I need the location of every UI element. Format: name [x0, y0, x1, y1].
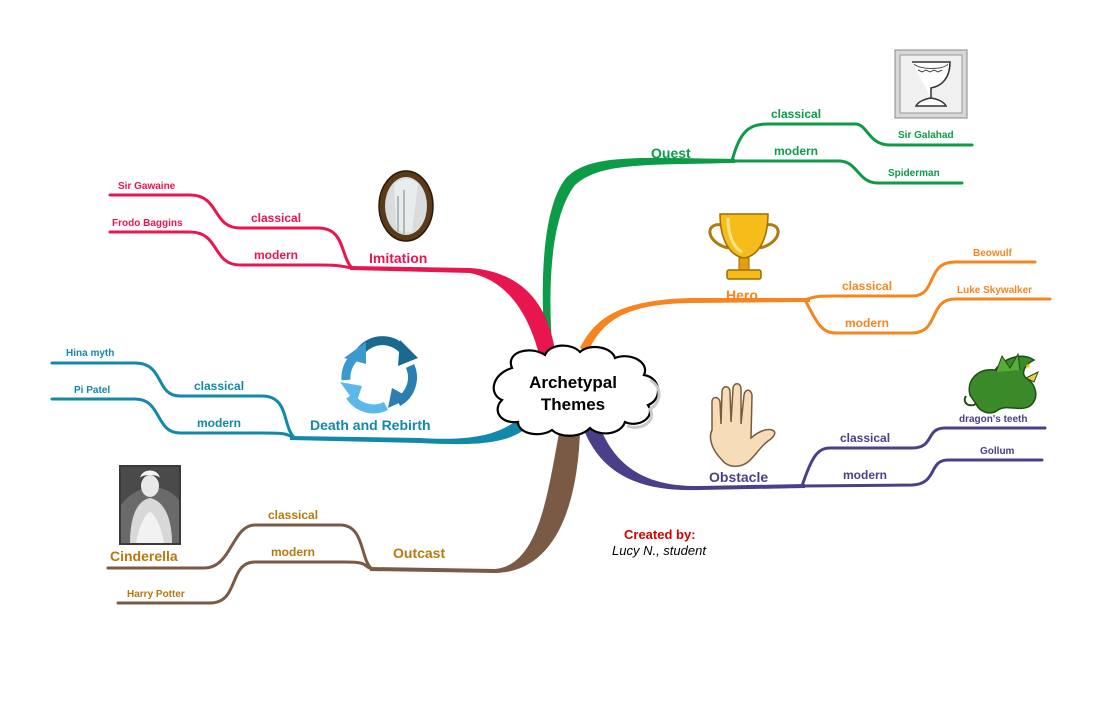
obstacle-classical-line	[800, 426, 1047, 488]
center-title-line1: Archetypal	[529, 373, 617, 392]
quest-classical-line	[730, 122, 974, 163]
imitation-main-branch	[350, 266, 556, 358]
outcast-main-branch	[370, 428, 580, 573]
dragon-icon	[963, 352, 1039, 414]
quest-modern-example: Spiderman	[888, 168, 940, 179]
obstacle-classical-label: classical	[840, 431, 890, 445]
quest-classical-label: classical	[771, 107, 821, 121]
cinderella-photo-icon	[119, 465, 181, 545]
obstacle-classical-example: dragon's teeth	[959, 414, 1028, 425]
imitation-modern-example: Frodo Baggins	[112, 218, 183, 229]
outcast-modern-line	[116, 560, 374, 605]
quest-classical-example: Sir Galahad	[898, 130, 954, 141]
cycle-arrows-icon	[340, 336, 418, 414]
outcast-classical-line	[106, 523, 374, 571]
obstacle-modern-label: modern	[843, 468, 887, 482]
outcast-modern-label: modern	[271, 545, 315, 559]
imitation-label: Imitation	[369, 250, 427, 266]
center-title-line2: Themes	[541, 395, 605, 414]
hero-modern-example: Luke Skywalker	[957, 285, 1032, 296]
center-cloud-shape	[492, 344, 660, 437]
obstacle-main-branch	[582, 422, 805, 491]
obstacle-modern-example: Gollum	[980, 446, 1015, 457]
hero-classical-line	[803, 260, 1037, 302]
obstacle-modern-line	[800, 458, 1044, 488]
imitation-classical-example: Sir Gawaine	[118, 181, 176, 192]
death-classical-line	[50, 361, 297, 440]
death-label: Death and Rebirth	[310, 417, 431, 433]
hero-classical-label: classical	[842, 279, 892, 293]
death-modern-example: Pi Patel	[74, 385, 110, 396]
imitation-classical-label: classical	[251, 211, 301, 225]
center-node: Archetypal Themes	[492, 344, 661, 437]
obstacle-label: Obstacle	[709, 469, 768, 485]
hero-classical-example: Beowulf	[973, 248, 1013, 259]
trophy-icon	[708, 213, 780, 280]
death-modern-label: modern	[197, 416, 241, 430]
death-classical-example: Hina myth	[66, 348, 114, 359]
death-main-branch	[290, 416, 530, 445]
quest-main-branch	[542, 157, 735, 356]
imitation-modern-label: modern	[254, 248, 298, 262]
hero-modern-line	[803, 297, 1052, 335]
hero-main-branch	[580, 298, 810, 352]
quest-modern-line	[730, 159, 964, 185]
hand-icon	[709, 383, 776, 467]
imitation-classical-line	[108, 193, 354, 270]
mirror-icon	[378, 170, 434, 242]
credit-heading: Created by:	[624, 527, 696, 542]
hero-label: Hero	[726, 287, 758, 303]
death-classical-label: classical	[194, 379, 244, 393]
outcast-classical-label: classical	[268, 508, 318, 522]
center-cloud-shadow	[626, 378, 661, 429]
hero-modern-label: modern	[845, 316, 889, 330]
quest-modern-label: modern	[774, 144, 818, 158]
death-modern-line	[50, 397, 297, 440]
outcast-classical-example: Cinderella	[110, 548, 178, 564]
outcast-label: Outcast	[393, 545, 445, 561]
imitation-modern-line	[108, 230, 354, 270]
quest-label: Quest	[651, 145, 691, 161]
credit-name: Lucy N., student	[612, 543, 707, 558]
grail-icon	[894, 49, 968, 119]
outcast-modern-example: Harry Potter	[127, 589, 185, 600]
